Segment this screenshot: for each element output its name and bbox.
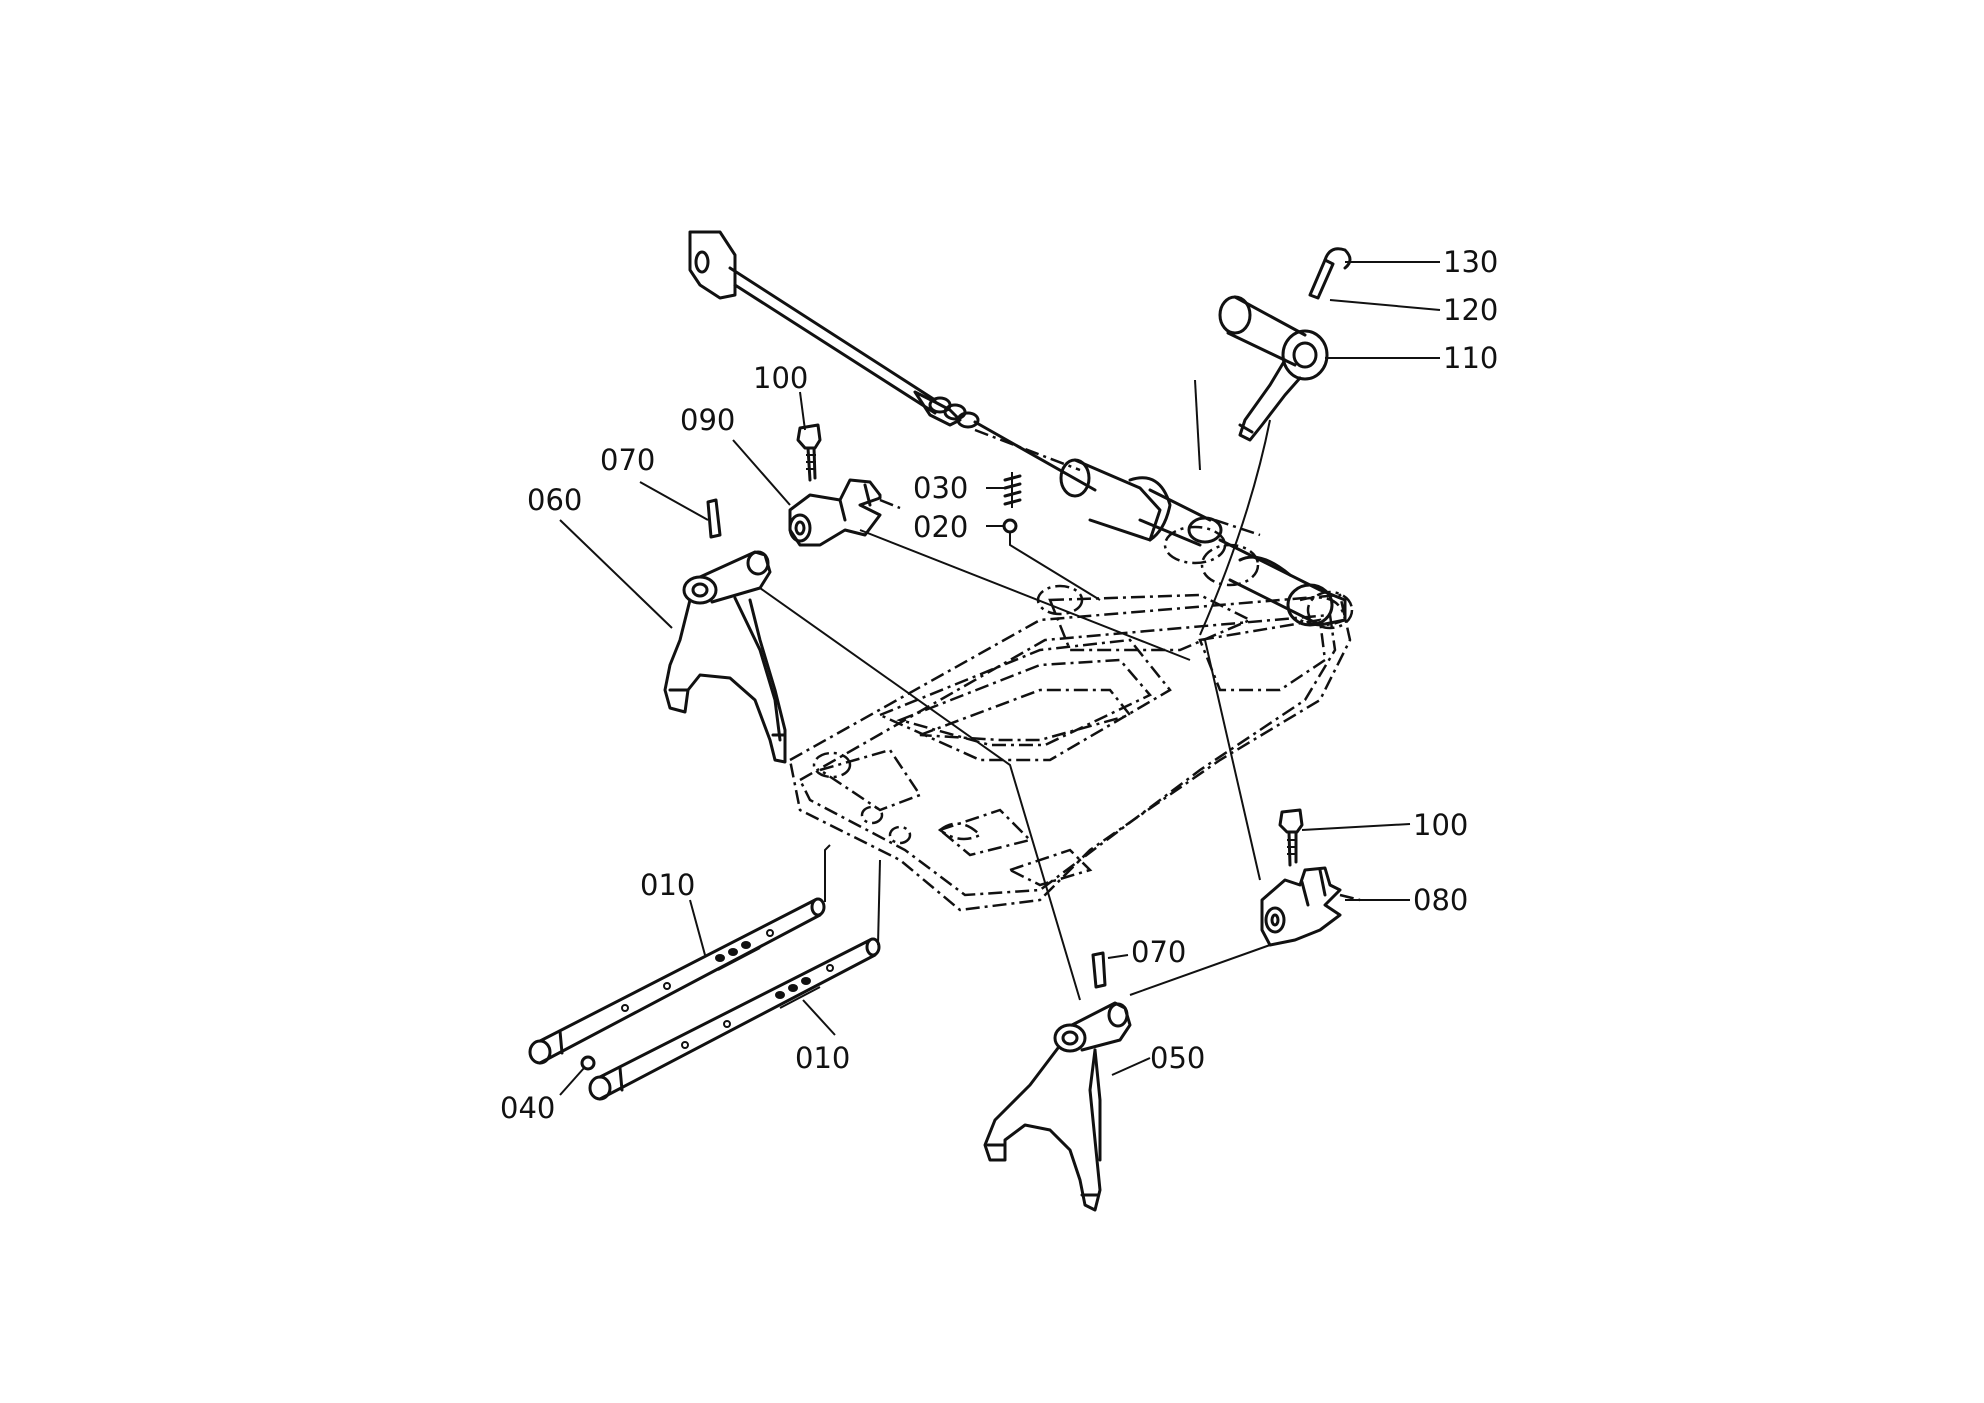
callout-030: 030 <box>913 471 968 505</box>
callout-120: 120 <box>1443 293 1498 327</box>
callout-010-lower: 010 <box>795 1041 850 1075</box>
part-100-bolt-right <box>1278 808 1304 867</box>
part-030-spring <box>1003 472 1022 508</box>
callout-100-top: 100 <box>753 361 808 395</box>
part-110-shift-arm <box>1218 295 1329 442</box>
part-080-shift-block <box>1260 866 1361 947</box>
callout-070-top: 070 <box>600 443 655 477</box>
part-070-pin-bottom <box>1091 951 1107 989</box>
part-010-shift-rod-lower <box>588 937 881 1101</box>
callout-050: 050 <box>1150 1041 1205 1075</box>
leader-lines <box>559 261 1441 1096</box>
transmission-case <box>788 525 1354 912</box>
part-060-shift-fork <box>663 550 787 764</box>
part-050-shift-fork <box>983 1001 1132 1212</box>
callout-010-upper: 010 <box>640 868 695 902</box>
part-070-pin-top <box>706 498 722 539</box>
shift-lever-shaft <box>688 230 1347 627</box>
callout-070-bottom: 070 <box>1131 935 1186 969</box>
callout-060: 060 <box>527 483 582 517</box>
callout-080: 080 <box>1413 883 1468 917</box>
callout-020: 020 <box>913 510 968 544</box>
part-020-ball <box>1002 518 1018 534</box>
callout-130: 130 <box>1443 245 1498 279</box>
part-010-shift-rod-upper <box>528 897 826 1065</box>
callout-110: 110 <box>1443 341 1498 375</box>
assembly-lines <box>759 379 1271 1001</box>
part-130-clip <box>1323 247 1352 270</box>
part-090-shift-block <box>788 478 901 547</box>
callout-labels: 130 120 110 100 090 070 060 030 020 100 … <box>500 245 1498 1125</box>
part-100-bolt-top <box>796 423 822 482</box>
part-120-pin <box>1308 258 1335 300</box>
part-040-ball <box>580 1055 596 1071</box>
callout-090: 090 <box>680 403 735 437</box>
callout-100-right: 100 <box>1413 808 1468 842</box>
callout-040: 040 <box>500 1091 555 1125</box>
